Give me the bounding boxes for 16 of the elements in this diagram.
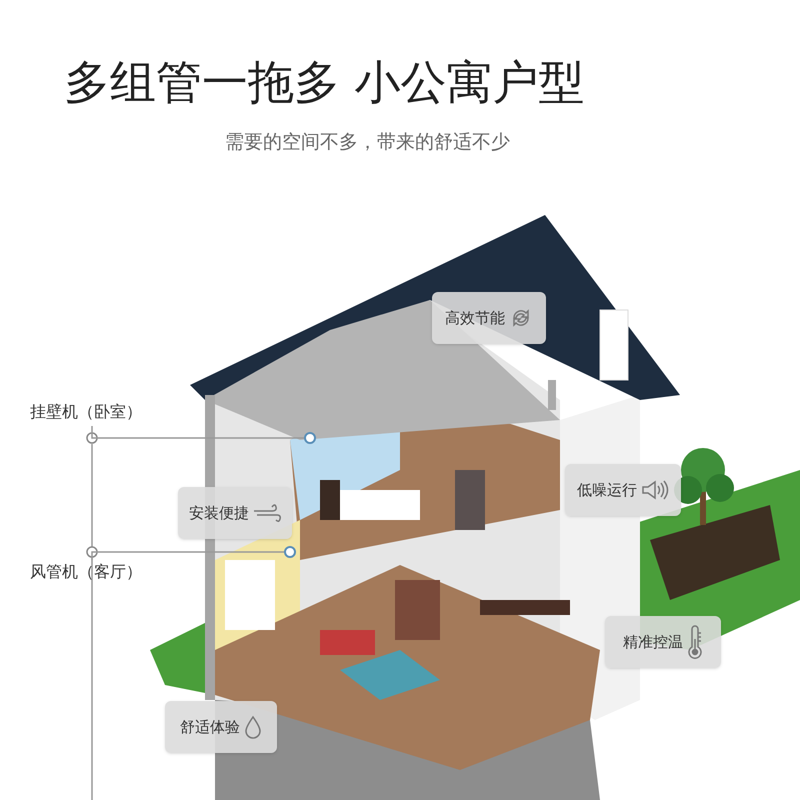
unit-label: 风管机（客厅） (30, 560, 160, 586)
feature-label: 精准控温 (623, 632, 683, 653)
title: 多组管一拖多 小公寓户型 (64, 54, 585, 111)
feature-badge (432, 292, 546, 344)
leader-line (91, 551, 284, 560)
unit-label: 挂壁机（卧室） (30, 400, 160, 426)
feature-label: 高效节能 (445, 308, 505, 329)
feature-badge (565, 464, 681, 516)
feature-label: 低噪运行 (577, 480, 637, 501)
feature-badge (605, 616, 721, 668)
feature-label: 舒适体验 (180, 716, 240, 738)
feature-badge (165, 701, 277, 753)
feature-badge (178, 487, 292, 539)
feature-label: 安装便捷 (189, 502, 249, 524)
leader-line (91, 426, 304, 439)
subtitle: 需要的空间不多，带来的舒适不少 (225, 130, 510, 155)
